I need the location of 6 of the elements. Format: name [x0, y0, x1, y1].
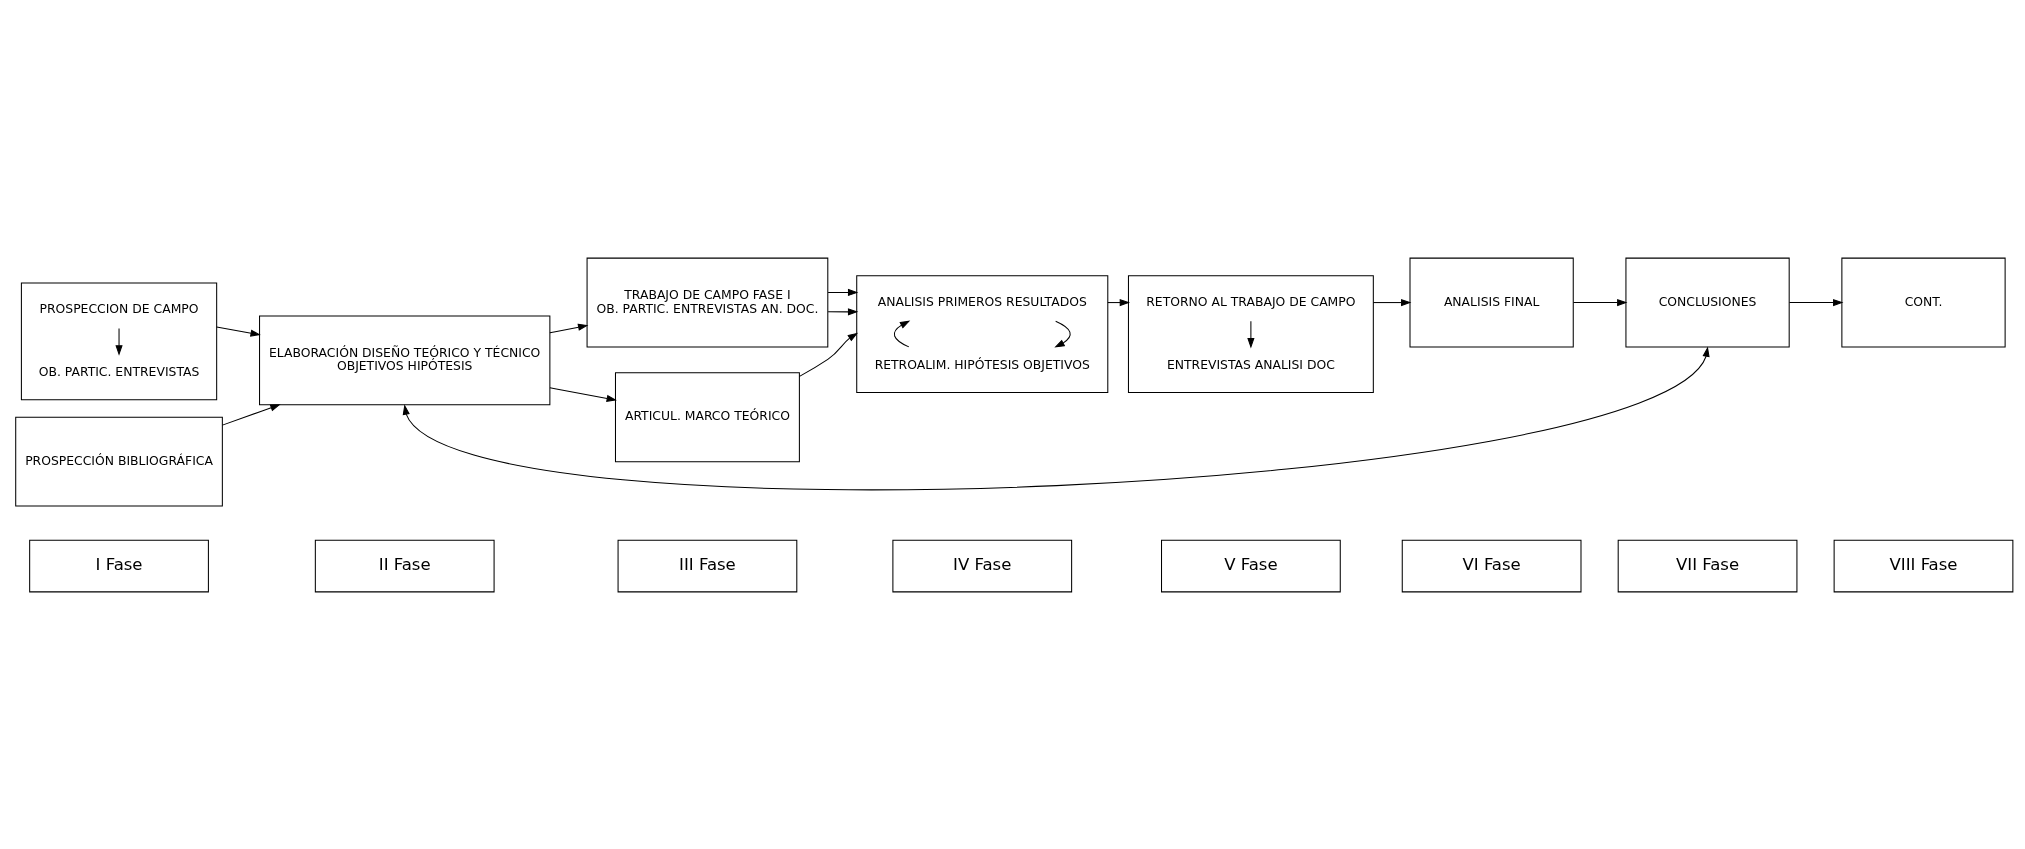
node-text: RETROALIM. HIPÓTESIS OBJETIVOS [874, 356, 1090, 372]
node-text: RETORNO AL TRABAJO DE CAMPO [1145, 293, 1355, 309]
node-text: PROSPECCION DE CAMPO [39, 300, 199, 316]
node-text: ANALISIS PRIMEROS RESULTADOS [877, 293, 1087, 309]
node-text: ENTREVISTAS ANALISI DOC [1166, 356, 1335, 372]
node-text: OB. PARTIC. ENTREVISTAS [38, 363, 199, 379]
